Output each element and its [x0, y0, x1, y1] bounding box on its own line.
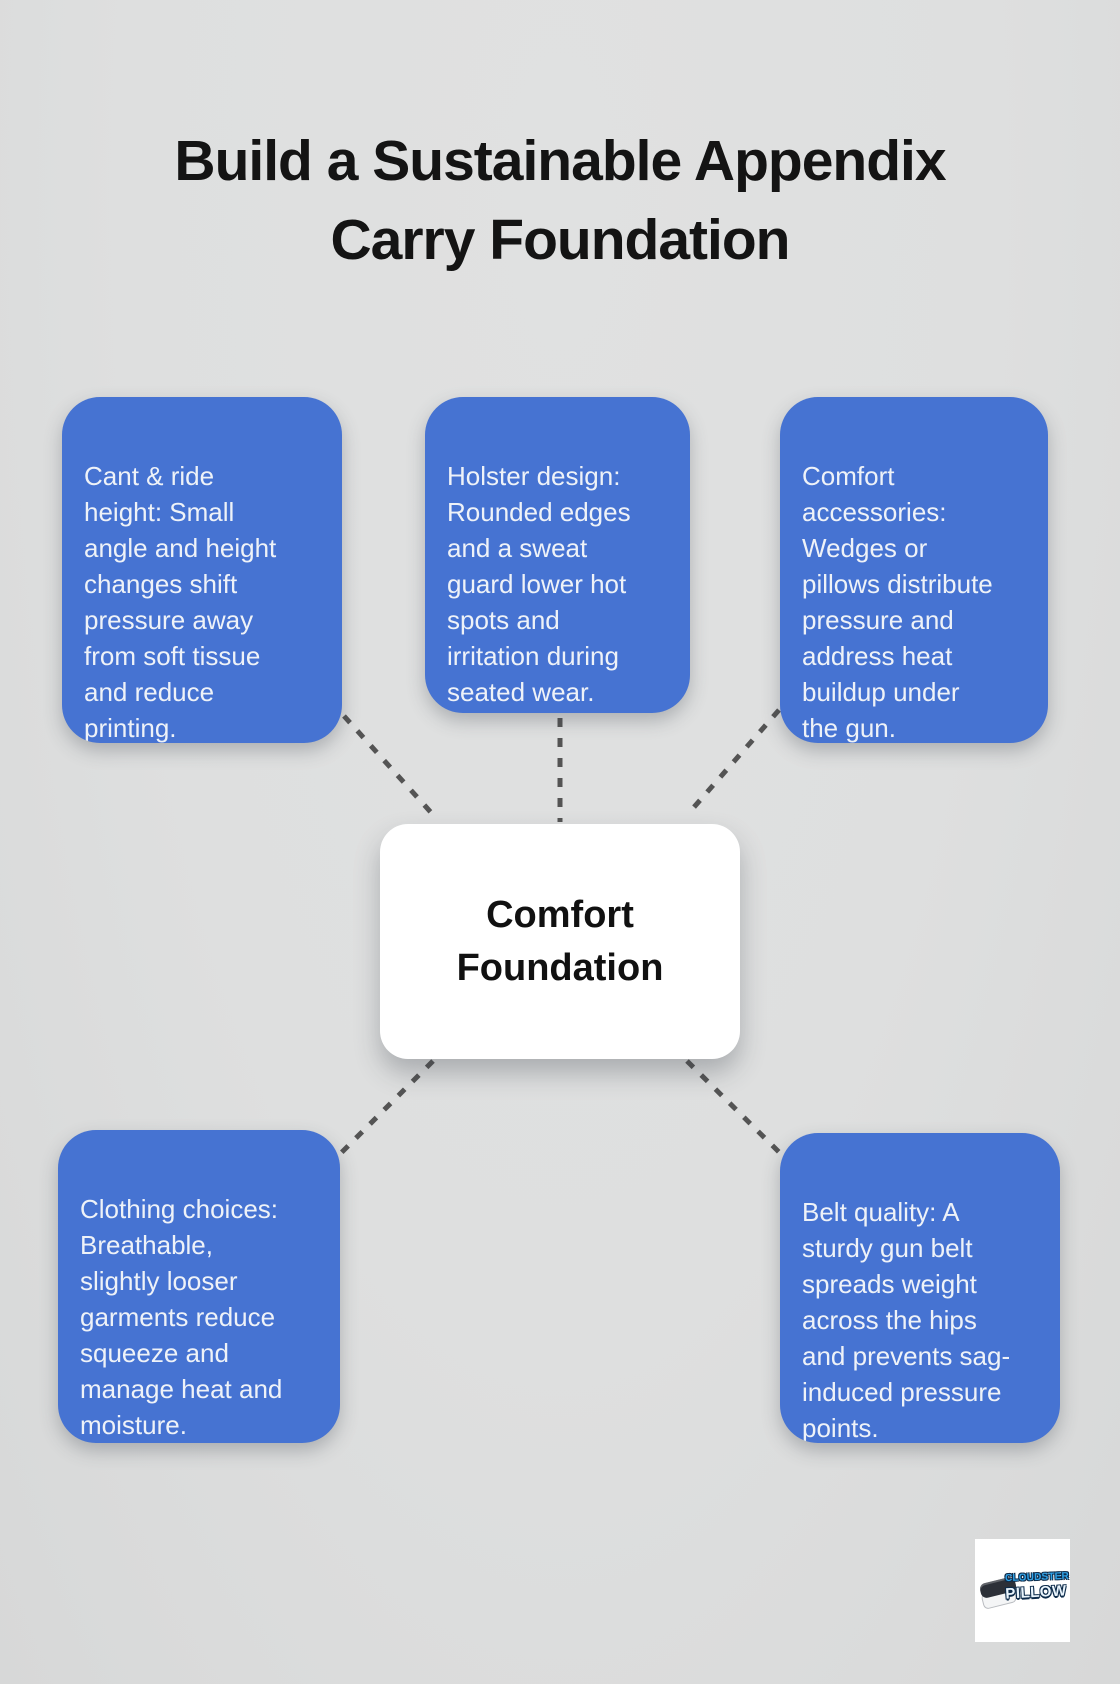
node-cant-ride-height: Cant & ride height: Small angle and heig… [62, 397, 342, 743]
node-clothing-choices-text: Clothing choices: Breathable, slightly l… [80, 1194, 283, 1440]
node-comfort-accessories: Comfort accessories: Wedges or pillows d… [780, 397, 1048, 743]
brand-name: CLOUDSTER PILLOW [1004, 1570, 1069, 1603]
node-belt-quality: Belt quality: A sturdy gun belt spreads … [780, 1133, 1060, 1443]
node-holster-design: Holster design: Rounded edges and a swea… [425, 397, 690, 713]
center-node-comfort-foundation: Comfort Foundation [380, 824, 740, 1059]
brand-name-line1: CLOUDSTER [1004, 1570, 1069, 1584]
connector-center-to-clothing [334, 1059, 435, 1160]
center-node-label: Comfort Foundation [456, 893, 664, 989]
connector-accessories-to-center [686, 708, 781, 816]
node-cant-ride-height-text: Cant & ride height: Small angle and heig… [84, 461, 277, 743]
connector-cant-ride-to-center [342, 714, 438, 820]
node-belt-quality-text: Belt quality: A sturdy gun belt spreads … [802, 1197, 1011, 1443]
node-comfort-accessories-text: Comfort accessories: Wedges or pillows d… [802, 461, 993, 743]
node-clothing-choices: Clothing choices: Breathable, slightly l… [58, 1130, 340, 1443]
node-holster-design-text: Holster design: Rounded edges and a swea… [447, 461, 631, 707]
page-title: Build a Sustainable Appendix Carry Found… [174, 129, 946, 273]
brand-logo-box: CLOUDSTER PILLOW [975, 1539, 1070, 1642]
brand-logo: CLOUDSTER PILLOW [978, 1569, 1069, 1613]
connector-center-to-belt [685, 1059, 785, 1158]
brand-name-line2: PILLOW [1004, 1581, 1067, 1603]
